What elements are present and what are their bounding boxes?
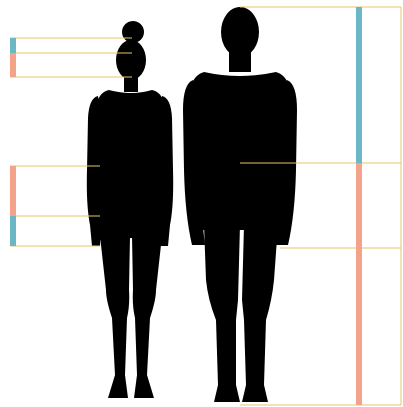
male-torso xyxy=(188,72,292,230)
male-neck xyxy=(229,52,251,72)
female-right-leg xyxy=(132,236,162,398)
female-hip-bar xyxy=(10,216,16,246)
female-silhouette xyxy=(87,21,173,398)
male-upper-bar xyxy=(356,7,362,163)
male-silhouette xyxy=(183,7,297,402)
female-torso-bar xyxy=(10,166,16,216)
male-head xyxy=(221,7,259,57)
male-left-leg xyxy=(204,225,240,402)
female-head-top-bar xyxy=(10,38,16,53)
male-right-leg xyxy=(242,225,278,402)
female-right-arm xyxy=(159,96,173,246)
male-lower-bar xyxy=(356,163,362,405)
female-left-arm xyxy=(87,96,101,246)
female-hair-bun xyxy=(122,21,144,43)
female-left-leg xyxy=(100,236,130,398)
female-torso xyxy=(93,90,167,240)
female-face-bar xyxy=(10,53,16,77)
